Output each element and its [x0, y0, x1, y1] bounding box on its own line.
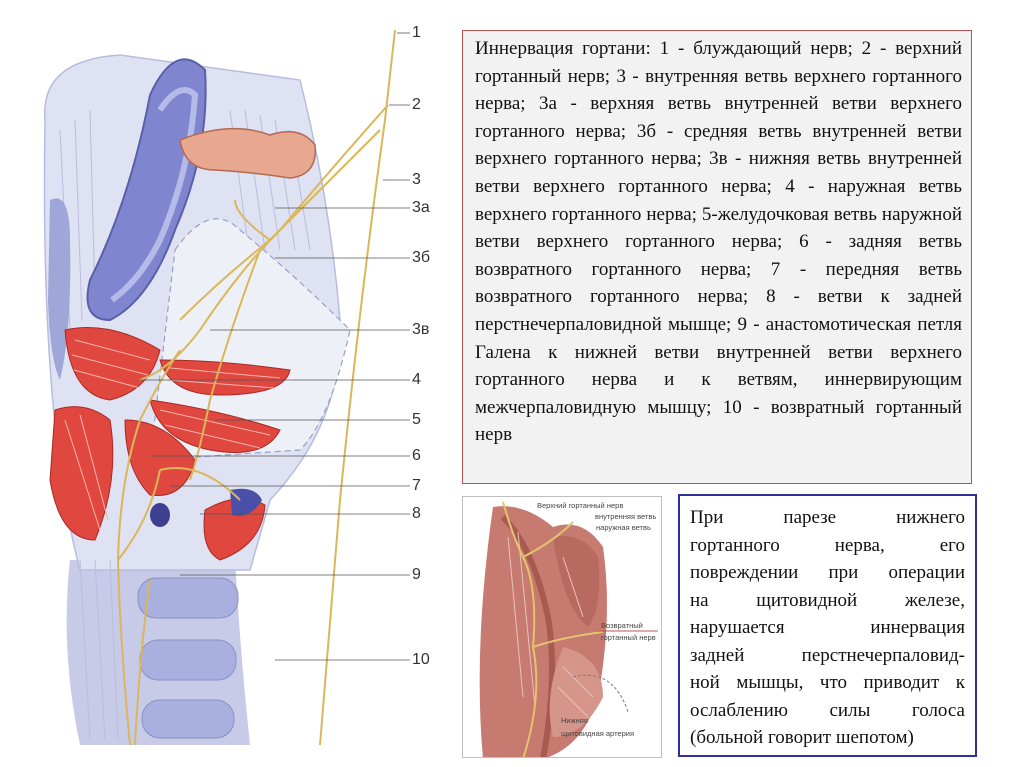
note-line: повреждении при операции [690, 559, 965, 587]
diagram-label-9: 9 [412, 566, 421, 584]
diagram-label-3a: 3а [412, 199, 430, 217]
inset-label-lower-2: щитовидная артерия [561, 729, 634, 738]
inset-illustration: Верхний гортанный нерв внутренняя ветвь … [462, 496, 662, 758]
diagram-label-3: 3 [412, 171, 421, 189]
inset-label-internal-branch: внутренняя ветвь [595, 512, 656, 521]
tracheal-rings [138, 578, 238, 738]
note-line: задней перстнечерпаловид- [690, 642, 965, 670]
diagram-label-3v: 3в [412, 321, 429, 339]
inset-label-recurrent-1: Возвратный [601, 621, 643, 630]
cricoid-cartilage [150, 503, 170, 527]
note-line: нарушается иннервация [690, 614, 965, 642]
diagram-label-7: 7 [412, 477, 421, 495]
inset-label-superior-nerve: Верхний гортанный нерв [537, 501, 623, 510]
note-line: (больной говорит шепотом) [690, 724, 965, 752]
figure-caption: Иннервация гортани: 1 - блуждающий нерв;… [462, 30, 972, 484]
inset-label-external-branch: наружная ветвь [596, 523, 651, 532]
diagram-label-10: 10 [412, 651, 430, 669]
inset-label-recurrent-2: гортанный нерв [601, 633, 656, 642]
clinical-note: При парезе нижнего гортанного нерва, его… [678, 494, 977, 757]
diagram-label-5: 5 [412, 411, 421, 429]
diagram-label-2: 2 [412, 96, 421, 114]
note-line: ослаблению силы голоса [690, 697, 965, 725]
diagram-label-1: 1 [412, 24, 421, 42]
diagram-label-6: 6 [412, 447, 421, 465]
inset-label-lower-1: Нижняя [561, 716, 588, 725]
note-line: При парезе нижнего [690, 504, 965, 532]
diagram-label-8: 8 [412, 505, 421, 523]
note-line: ной мышцы, что приводит к [690, 669, 965, 697]
note-line: на щитовидной железе, [690, 587, 965, 615]
larynx-innervation-illustration [0, 0, 450, 745]
diagram-label-4: 4 [412, 371, 421, 389]
note-line: гортанного нерва, его [690, 532, 965, 560]
diagram-label-3b: 3б [412, 249, 430, 267]
